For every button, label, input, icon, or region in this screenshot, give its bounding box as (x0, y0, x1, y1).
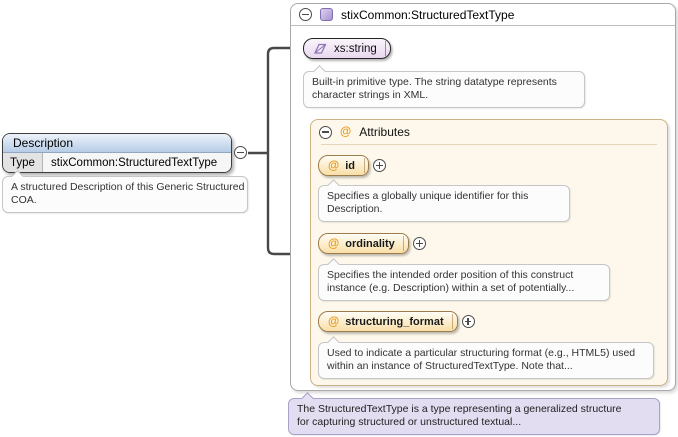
attribute-badge-structuring-format[interactable]: @ structuring_format (318, 311, 458, 332)
at-icon: @ (340, 126, 351, 138)
attribute-name: id (345, 160, 355, 172)
type-label: Type (3, 153, 43, 172)
description-note: A structured Description of this Generic… (2, 176, 248, 213)
attribute-row-structuring-format: @ structuring_format (318, 311, 475, 332)
type-documentation-note-line: The StructuredTextType is a type represe… (297, 403, 651, 416)
attribute-ordinality-note: Specifies the intended order position of… (318, 264, 610, 301)
attribute-badge-ordinality[interactable]: @ ordinality (318, 233, 409, 254)
complex-type-icon (320, 8, 333, 21)
attribute-name: ordinality (345, 238, 395, 250)
attribute-ordinality-note-line: Specifies the intended order position of… (327, 269, 601, 282)
panel-header: stixCommon:StructuredTextType (291, 4, 675, 26)
attribute-id-note-line: Specifies a globally unique identifier f… (327, 190, 561, 203)
element-type-row: Type stixCommon:StructuredTextType (3, 153, 231, 172)
attribute-id-note: Specifies a globally unique identifier f… (318, 185, 570, 222)
attributes-header: @ Attributes (311, 120, 667, 144)
attributes-title: Attributes (359, 125, 410, 139)
description-note-line: A structured Description of this Generic… (11, 181, 239, 194)
collapse-toggle-icon[interactable] (234, 146, 247, 159)
attribute-name: structuring_format (345, 316, 443, 328)
collapse-toggle-icon[interactable] (299, 8, 312, 21)
attribute-structuring-format-note: Used to indicate a particular structurin… (318, 342, 654, 379)
description-element-box[interactable]: Description Type stixCommon:StructuredTe… (2, 133, 232, 173)
collapse-toggle-icon[interactable] (319, 126, 332, 139)
attribute-badge-id[interactable]: @ id (318, 155, 369, 176)
type-value: stixCommon:StructuredTextType (43, 153, 231, 172)
type-documentation-note: The StructuredTextType is a type represe… (288, 398, 660, 435)
base-type-badge-row: xs:string (303, 38, 391, 59)
type-documentation-note-line: for capturing structured or unstructured… (297, 416, 651, 429)
panel-title: stixCommon:StructuredTextType (341, 8, 514, 22)
simple-type-icon (312, 42, 328, 55)
base-type-note: Built-in primitive type. The string data… (303, 71, 585, 108)
at-icon: @ (328, 238, 339, 250)
attributes-header-divider (321, 144, 657, 145)
element-title: Description (3, 134, 231, 153)
base-type-label: xs:string (334, 43, 377, 55)
at-icon: @ (328, 160, 339, 172)
expand-toggle-icon[interactable] (462, 315, 475, 328)
attribute-row-ordinality: @ ordinality (318, 233, 426, 254)
expand-toggle-icon[interactable] (413, 237, 426, 250)
description-note-line: COA. (11, 194, 239, 207)
base-type-note-line: character strings in XML. (312, 89, 576, 102)
attribute-structuring-format-note-line: Used to indicate a particular structurin… (327, 347, 645, 360)
base-type-badge[interactable]: xs:string (303, 38, 391, 59)
attribute-id-note-line: Description. (327, 203, 561, 216)
at-icon: @ (328, 316, 339, 328)
expand-toggle-icon[interactable] (373, 159, 386, 172)
base-type-note-line: Built-in primitive type. The string data… (312, 76, 576, 89)
attribute-structuring-format-note-line: within an instance of StructuredTextType… (327, 360, 645, 373)
attribute-row-id: @ id (318, 155, 386, 176)
attribute-ordinality-note-line: instance (e.g. Description) within a set… (327, 282, 601, 295)
